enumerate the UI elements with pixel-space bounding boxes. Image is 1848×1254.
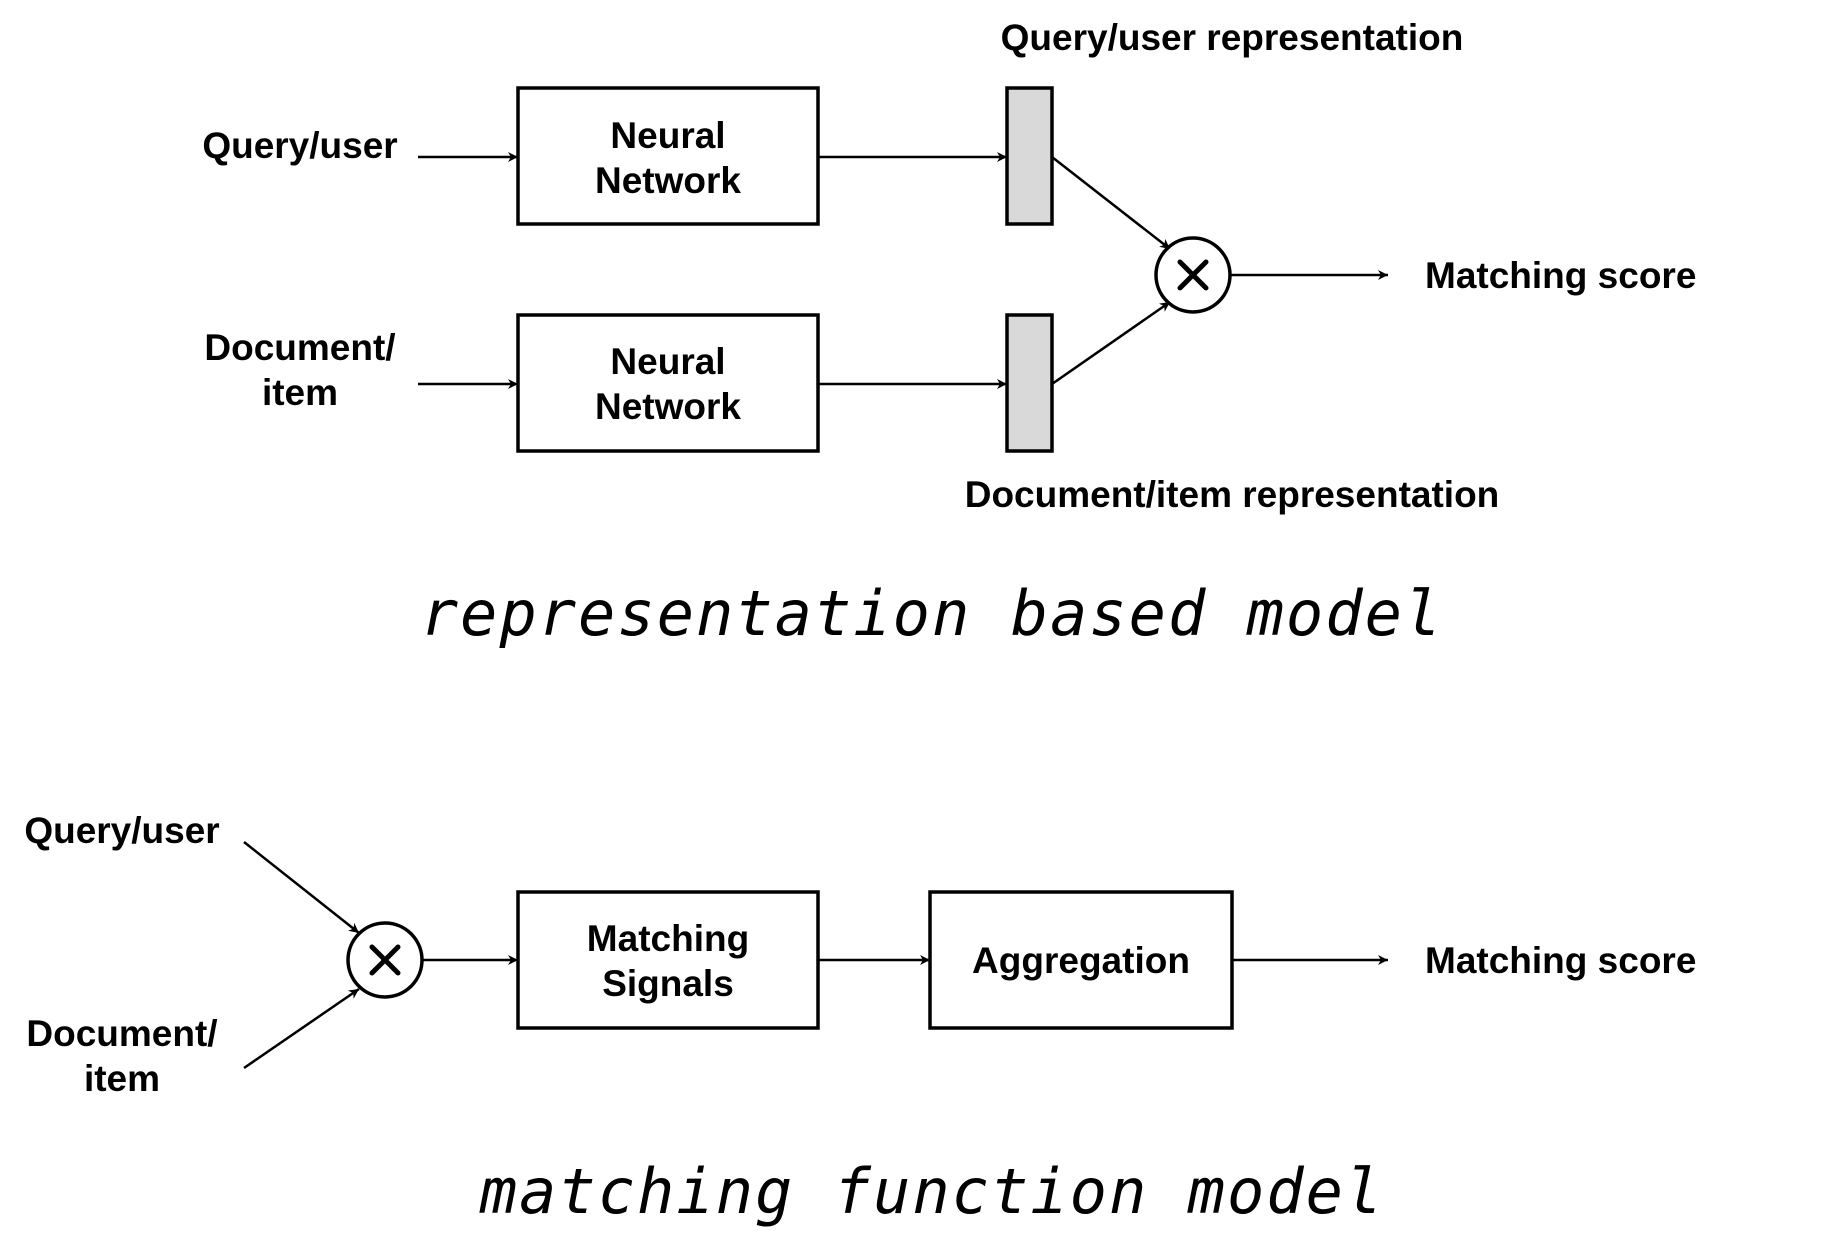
aggregation-label: Aggregation bbox=[972, 940, 1190, 981]
matching-signals-box bbox=[516, 890, 820, 1030]
multiply-icon bbox=[1154, 236, 1232, 314]
representation-model-title: representation based model bbox=[421, 577, 1444, 650]
neural-network-box-query-line2: Network bbox=[595, 160, 741, 201]
mf-input-doc-label-line2: item bbox=[84, 1058, 160, 1099]
query-representation-label: Query/user representation bbox=[1001, 17, 1464, 58]
matching-signals-line1: Matching bbox=[587, 918, 749, 959]
multiply-icon bbox=[346, 921, 424, 999]
mf-query-to-op-arrow bbox=[243, 841, 360, 934]
doc-repr-to-op-arrow bbox=[1051, 300, 1171, 386]
neural-network-box-doc-line1: Neural bbox=[610, 341, 725, 382]
rep-input-doc-label-line2: item bbox=[262, 372, 338, 413]
rep-input-doc-label-line1: Document/ bbox=[204, 327, 395, 368]
rep-input-query-label: Query/user bbox=[202, 125, 397, 166]
mf-matching-score-label: Matching score bbox=[1425, 940, 1696, 981]
doc-representation-vector bbox=[1005, 313, 1054, 453]
matching-function-model: Query/user Document/ item Matching Signa… bbox=[24, 810, 1696, 1228]
mf-input-doc-label-line1: Document/ bbox=[26, 1013, 217, 1054]
matching-function-model-title: matching function model bbox=[479, 1155, 1385, 1228]
neural-network-box-doc-line2: Network bbox=[595, 386, 741, 427]
mf-doc-to-op-arrow bbox=[243, 987, 360, 1070]
query-repr-to-op-arrow bbox=[1051, 156, 1171, 250]
matching-signals-line2: Signals bbox=[602, 963, 734, 1004]
representation-model: Query/user Document/ item Neural Network… bbox=[202, 17, 1696, 650]
neural-network-box-query-line1: Neural bbox=[610, 115, 725, 156]
query-representation-vector bbox=[1005, 86, 1054, 226]
neural-network-box-query bbox=[516, 86, 820, 226]
doc-representation-label: Document/item representation bbox=[965, 474, 1500, 515]
mf-input-query-label: Query/user bbox=[24, 810, 219, 851]
neural-network-box-doc bbox=[516, 313, 820, 453]
aggregation-box bbox=[928, 890, 1234, 1030]
rep-matching-score-label: Matching score bbox=[1425, 255, 1696, 296]
